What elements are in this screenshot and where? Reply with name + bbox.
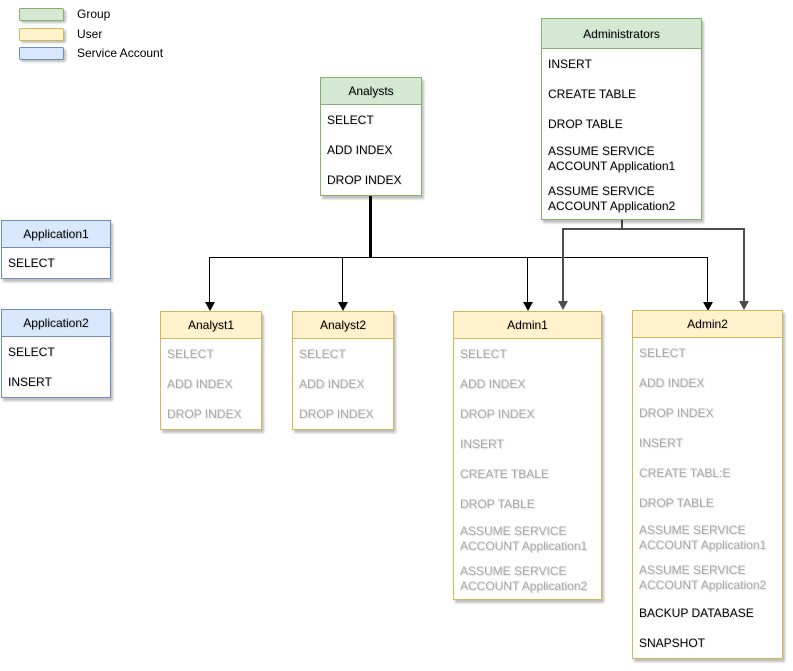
- permission-item: INSERT: [8, 374, 52, 389]
- permission-item: DROP INDEX: [299, 406, 374, 421]
- permission-list: SELECT ADD INDEX DROP INDEX INSERT CREATE TA…: [633, 338, 782, 658]
- arrowhead-administrators-admin1-icon: [558, 301, 568, 310]
- node-administrators[interactable]: Administrators INSERT CREATE TABLE DROP TA…: [541, 18, 702, 220]
- permission-item: INSERT: [639, 435, 683, 450]
- legend-label: Service Account: [77, 46, 164, 60]
- permission-item: INSERT: [460, 436, 504, 451]
- node-title: Admin1: [454, 312, 601, 339]
- permission-item: BACKUP DATABASE: [639, 605, 754, 620]
- permission-item: DROP TABLE: [548, 116, 623, 131]
- permission-list: SELECT ADD INDEX DROP INDEX: [293, 339, 393, 429]
- node-admin1[interactable]: Admin1 SELECT ADD INDEX DROP INDEX INSERT CR…: [453, 311, 602, 600]
- permission-item: ADD INDEX: [167, 376, 233, 391]
- node-analyst1[interactable]: Analyst1 SELECT ADD INDEX DROP INDEX: [160, 311, 262, 430]
- edge-analysts-bus: [209, 257, 708, 258]
- edge-analysts-trunk: [369, 194, 372, 257]
- node-title: Application1: [2, 221, 110, 248]
- node-analyst2[interactable]: Analyst2 SELECT ADD INDEX DROP INDEX: [292, 311, 394, 430]
- permission-item: DROP INDEX: [460, 406, 535, 421]
- permission-item: DROP TABLE: [460, 496, 535, 511]
- permission-item: ADD INDEX: [299, 376, 365, 391]
- permission-item: SELECT: [299, 346, 346, 361]
- permission-item: ADD INDEX: [639, 375, 705, 390]
- node-title: Analysts: [321, 78, 421, 105]
- permission-item: SNAPSHOT: [639, 635, 706, 650]
- permission-item: ASSUME SERVICE ACCOUNT Application1: [548, 144, 676, 173]
- legend-label: Group: [77, 7, 111, 21]
- user-swatch-icon: [19, 27, 64, 41]
- legend-item-group: Group: [19, 7, 110, 21]
- permission-list: SELECT INSERT: [2, 337, 110, 397]
- permission-item: ADD INDEX: [460, 376, 526, 391]
- arrowhead-admin2-icon: [703, 302, 713, 311]
- permission-item: SELECT: [8, 344, 55, 359]
- permission-item: CREATE TABLE: [548, 86, 637, 101]
- permission-item: DROP TABLE: [639, 495, 714, 510]
- node-title: Administrators: [542, 19, 701, 49]
- node-title: Analyst2: [293, 312, 393, 339]
- legend-item-user: User: [19, 27, 102, 41]
- node-admin2[interactable]: Admin2 SELECT ADD INDEX DROP INDEX INSERT CR…: [632, 310, 783, 659]
- edge-administrators-bus: [562, 228, 745, 230]
- permission-item: ASSUME SERVICE ACCOUNT Application2: [460, 564, 588, 593]
- permission-item: INSERT: [548, 56, 592, 71]
- node-title: Analyst1: [161, 312, 261, 339]
- permission-item: ASSUME SERVICE ACCOUNT Application2: [639, 563, 767, 592]
- node-application1[interactable]: Application1 SELECT: [1, 220, 111, 279]
- permission-list: INSERT CREATE TABLE DROP TABLE ASSUME SERVI…: [542, 49, 701, 219]
- arrowhead-analyst1-icon: [205, 302, 215, 311]
- legend-label: User: [77, 27, 103, 41]
- permission-item: DROP INDEX: [639, 405, 714, 420]
- permission-item: DROP INDEX: [167, 406, 242, 421]
- node-title: Admin2: [633, 311, 782, 338]
- permission-item: SELECT: [460, 346, 507, 361]
- arrowhead-admin1-icon: [523, 302, 533, 311]
- permission-item: SELECT: [167, 346, 214, 361]
- permission-item: ASSUME SERVICE ACCOUNT Application1: [639, 523, 767, 552]
- node-analysts[interactable]: Analysts SELECT ADD INDEX DROP INDEX: [320, 77, 422, 196]
- group-swatch-icon: [19, 7, 64, 21]
- permission-list: SELECT ADD INDEX DROP INDEX INSERT CREATE TB…: [454, 339, 601, 599]
- edge-administrators-admin2: [743, 228, 745, 301]
- permission-item: CREATE TBALE: [460, 466, 549, 481]
- edge-administrators-trunk: [621, 218, 623, 228]
- permission-list: SELECT: [2, 248, 110, 278]
- permission-item: ASSUME SERVICE ACCOUNT Application2: [548, 184, 676, 213]
- service-account-swatch-icon: [19, 46, 64, 60]
- node-title: Application2: [2, 310, 110, 337]
- permission-item: SELECT: [8, 255, 55, 270]
- node-application2[interactable]: Application2 SELECT INSERT: [1, 309, 111, 398]
- arrowhead-administrators-admin2-icon: [739, 301, 749, 310]
- legend-item-service-account: Service Account: [19, 46, 163, 60]
- permission-item: SELECT: [327, 112, 374, 127]
- permission-item: ADD INDEX: [327, 142, 393, 157]
- permission-item: DROP INDEX: [327, 172, 402, 187]
- edge-analysts-admin2: [707, 257, 708, 303]
- permission-item: SELECT: [639, 345, 686, 360]
- edge-administrators-admin1: [562, 228, 564, 301]
- permission-item: ASSUME SERVICE ACCOUNT Application1: [460, 524, 588, 553]
- permission-item: CREATE TABL:E: [639, 465, 731, 480]
- permission-list: SELECT ADD INDEX DROP INDEX: [161, 339, 261, 429]
- permission-list: SELECT ADD INDEX DROP INDEX: [321, 105, 421, 195]
- edge-analysts-analyst1: [209, 257, 210, 303]
- edge-analysts-admin1: [527, 257, 528, 303]
- arrowhead-analyst2-icon: [338, 302, 348, 311]
- edge-analysts-analyst2: [342, 257, 343, 303]
